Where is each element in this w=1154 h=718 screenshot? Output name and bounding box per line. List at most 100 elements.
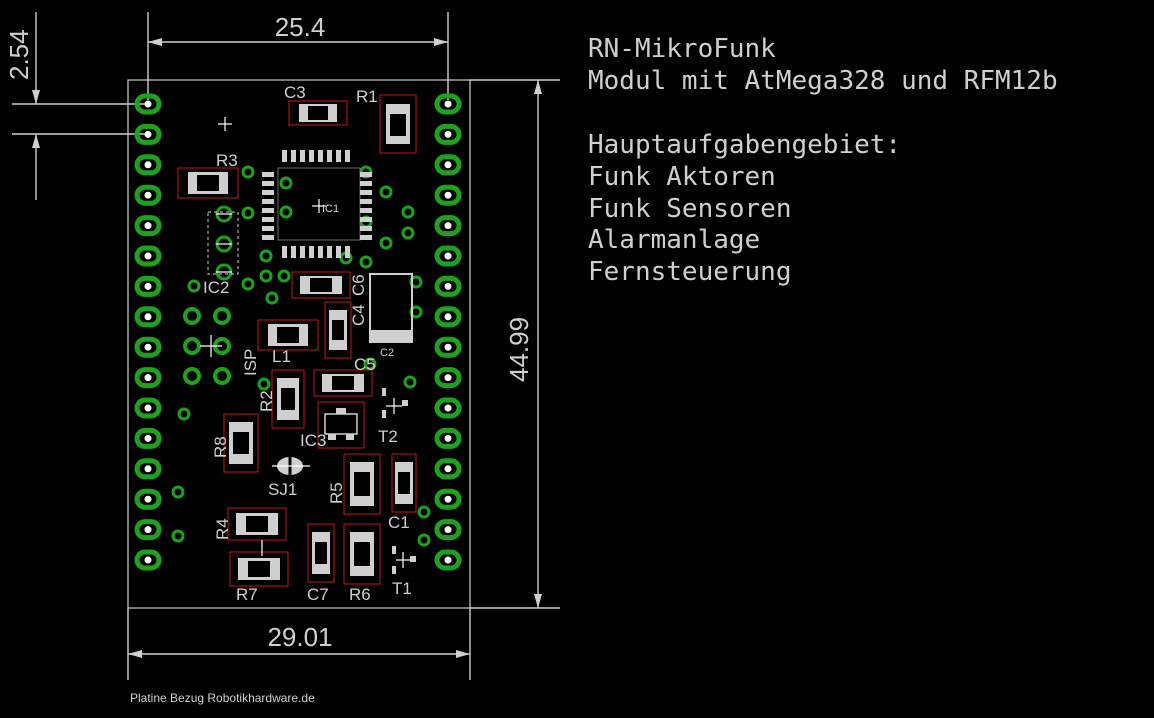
r8-label: R8 [211,436,230,458]
via [379,236,393,250]
via [279,176,293,190]
ic1-pin-left [262,199,274,204]
header-pin-left [134,549,162,571]
r6-outline [343,523,381,585]
pin-hole [444,222,452,230]
t2-pad2 [382,410,386,418]
pin-hole [144,526,152,534]
header-pin-right [434,427,462,449]
ic3-outline [317,401,365,449]
r7-body [248,561,270,577]
r3-label: R3 [216,151,238,170]
pin-hole [144,374,152,382]
header-pin-left [134,458,162,480]
ic3-pin2 [328,434,336,440]
r7-outline [229,551,289,587]
r5-label: R5 [327,482,346,504]
r6-body [354,542,370,566]
info-title: RN-MikroFunk [588,34,776,64]
header-pin-right [434,93,462,115]
header-pin-left [134,215,162,237]
c1-label: C1 [388,513,410,532]
info-item-0: Funk Aktoren [588,162,776,192]
via [359,255,373,269]
header-pin-right [434,367,462,389]
pin-hole [444,495,452,503]
pin-hole [144,434,152,442]
pin-hole [144,130,152,138]
pin-hole [144,495,152,503]
r4-label: R4 [213,518,232,540]
header-pin-left [134,519,162,541]
ic1-pin-left [262,235,274,240]
r4-body [246,516,268,532]
isp-pad [213,367,231,385]
dim-top-arrow-right [434,38,448,46]
header-pin-right [434,245,462,267]
header-pin-right [434,215,462,237]
ic2-label: IC2 [203,278,229,297]
t1-label: T1 [392,579,412,598]
dim-top-arrow-left [148,38,162,46]
dim-height-arrow-top [534,80,542,94]
ic1-pin-top [345,150,350,162]
dim-height-arrow-bottom [534,594,542,608]
isp-pad [183,307,201,325]
isp-pad [213,307,231,325]
c7-body [315,542,327,564]
header-pin-right [434,336,462,358]
r4-outline [227,507,287,541]
ic1-pin-right [360,190,372,195]
ic3-pin3 [346,434,354,440]
c2-band [371,330,411,341]
header-pin-left [134,123,162,145]
r5-outline [343,453,381,515]
c7-outline [307,523,335,583]
c5-label: C5 [354,355,376,374]
info-subtitle: Modul mit AtMega328 und RFM12b [588,66,1058,96]
r7-label: R7 [236,585,258,604]
isp-pad [183,367,201,385]
dim-top-label: 25.4 [275,12,326,42]
pin-hole [144,556,152,564]
header-pin-right [434,397,462,419]
pin-hole [144,465,152,473]
info-item-2: Alarmanlage [588,225,760,255]
ic1-pin-top [318,150,323,162]
c6-outline [324,301,352,359]
c5-body [332,376,354,390]
dim-pitch-arrow-top [32,90,40,104]
ic1-pin-left [262,172,274,177]
ic1-pin-left [262,181,274,186]
ic1-pin-right [360,235,372,240]
via [403,375,417,389]
pin-hole [144,100,152,108]
header-pin-left [134,306,162,328]
header-pin-left [134,397,162,419]
c2-outline [369,273,413,343]
c1-outline [391,453,417,513]
header-pin-right [434,519,462,541]
r2-label: R2 [257,390,276,412]
t2-pad3 [402,400,408,406]
r3-body [197,175,219,191]
ic1-pin-left [262,208,274,213]
sj1-label: SJ1 [268,480,297,499]
via [417,533,431,547]
via [257,377,271,391]
isp-label: ISP [241,349,260,376]
ic1-pin-top [300,150,305,162]
header-pin-right [434,488,462,510]
pin-hole [444,465,452,473]
ic1-footprint [262,150,372,258]
c4-body [310,278,332,292]
ic1-pin-top [327,150,332,162]
header-pin-right [434,458,462,480]
c6-label: C6 [349,274,368,296]
ic1-pin-left [262,226,274,231]
dim-bottom-arrow-left [128,650,142,658]
via [241,165,255,179]
c3-label: C3 [284,83,306,102]
info-item-1: Funk Sensoren [588,194,792,224]
ic1-pin-bottom [336,246,341,258]
